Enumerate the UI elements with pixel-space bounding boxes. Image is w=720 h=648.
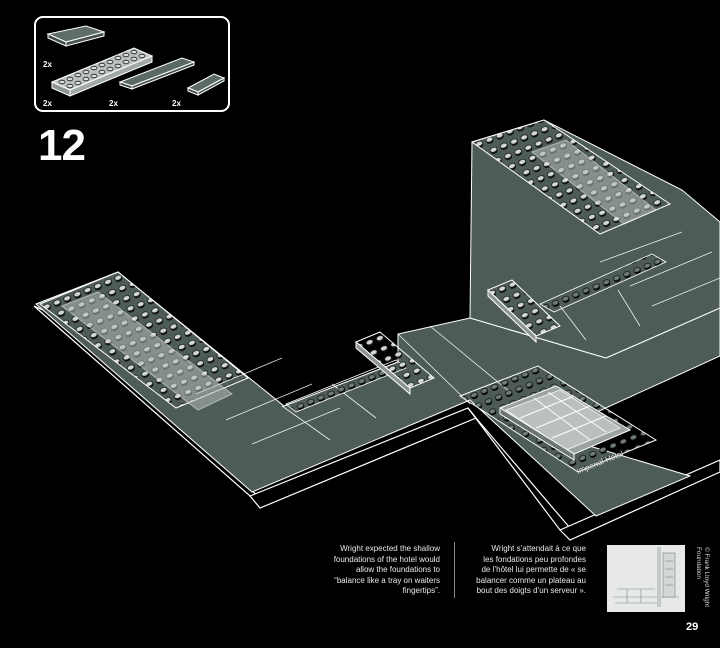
caption-french: Wright s’attendait à ce que les fondatio…: [468, 544, 586, 597]
tile-1x4-dark-gray-part: [186, 73, 226, 96]
photo-credit-text: © Frank Lloyd Wright Foundation: [695, 547, 711, 607]
plate-2x6-dark-gray-part: [46, 25, 106, 47]
caption-line: “balance like a tray on waiters: [334, 575, 440, 585]
photo-credit: © Frank Lloyd Wright Foundation: [692, 547, 712, 613]
archive-photo: [607, 545, 685, 612]
caption-line: Wright expected the shallow: [340, 544, 440, 553]
part-quantity: 2x: [43, 99, 52, 108]
left-wing-inner-plate: [60, 291, 233, 411]
caption-line: fingertips”.: [402, 586, 440, 595]
caption-line: balancer comme un plateau au: [476, 575, 586, 585]
new-plate-right: [487, 279, 561, 344]
new-plate-left: [355, 331, 435, 396]
caption-line: de l’hôtel lui permette de « se: [481, 565, 586, 574]
photo-sketch: [607, 545, 685, 612]
upper-stud-row: [539, 253, 667, 313]
right-wing-inner-plate: [530, 139, 657, 225]
tile-1x6-dark-gray-part: [118, 57, 196, 90]
parts-callout: 2x 2x 2x 2x: [34, 16, 230, 112]
part-quantity: 2x: [43, 60, 52, 69]
page-number: 29: [686, 621, 699, 633]
part-quantity: 2x: [109, 99, 118, 108]
caption-divider: [454, 542, 455, 598]
caption-line: bout des doigts d’un serveur ».: [476, 586, 586, 595]
caption-line: les fondations peu profondes: [483, 554, 586, 564]
caption-line: allow the foundations to: [355, 565, 440, 574]
caption-english: Wright expected the shallow foundations …: [300, 544, 440, 597]
plate-grid: [195, 231, 720, 445]
center-section: [458, 365, 658, 473]
step-number: 12: [38, 121, 86, 170]
part-quantity: 2x: [172, 99, 181, 108]
caption-line: foundations of the hotel would: [333, 554, 440, 564]
caption-line: Wright s’attendait à ce que: [491, 544, 586, 553]
plate-2x10-light-gray-part: [50, 47, 154, 97]
